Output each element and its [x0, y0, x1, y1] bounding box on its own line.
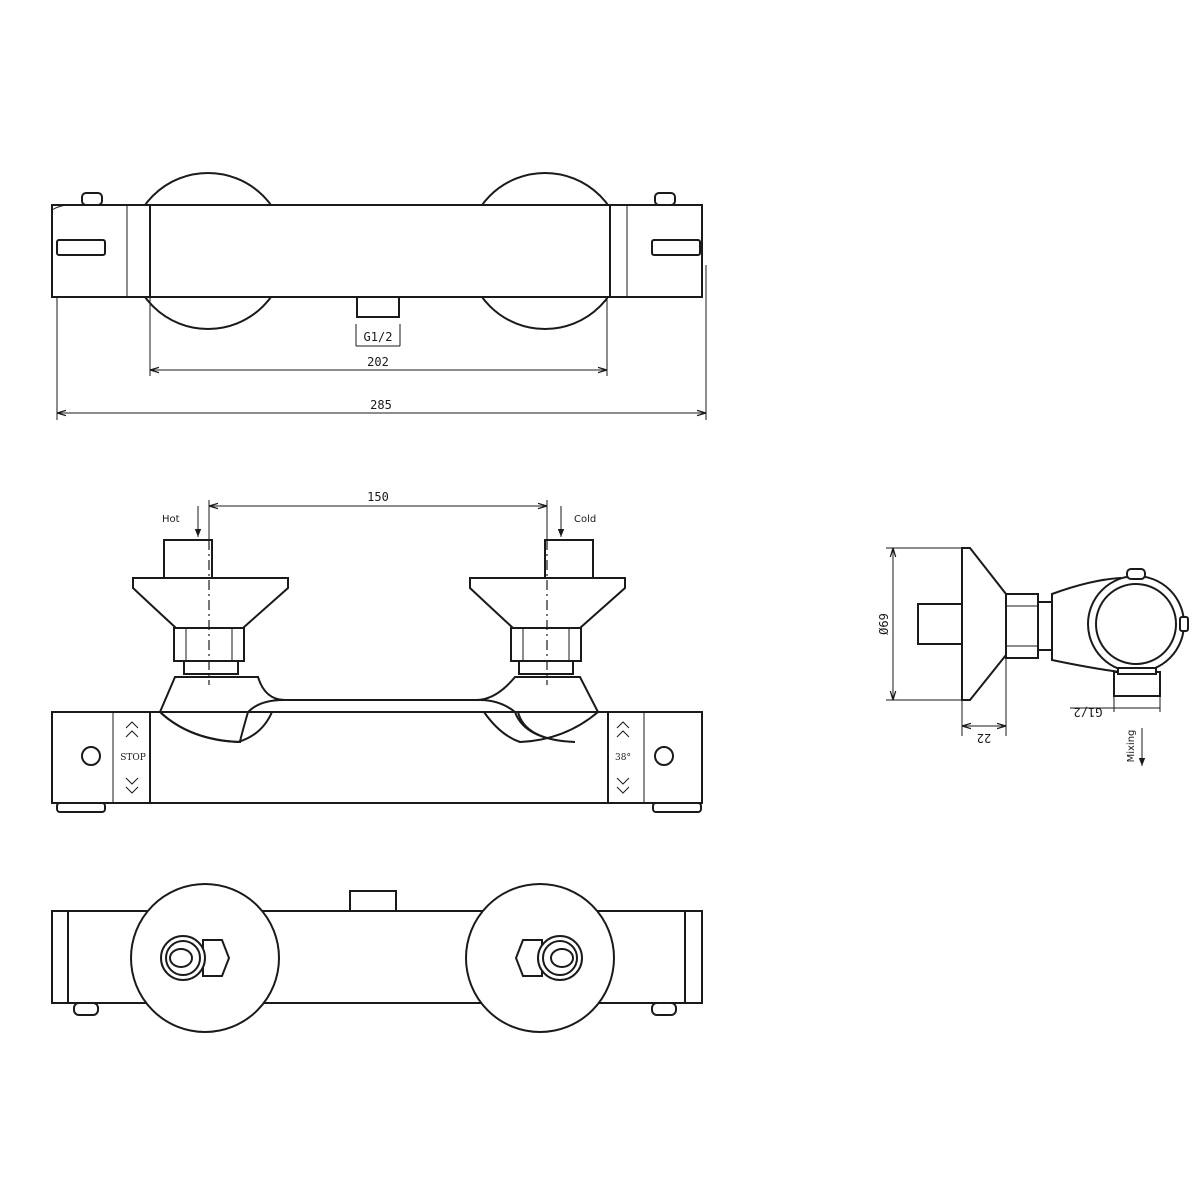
left-handle-circle [81, 746, 101, 766]
bottom-view [51, 883, 703, 1033]
dim-150-label: 150 [367, 490, 389, 504]
stop-label: STOP [120, 753, 146, 763]
body-connector [158, 676, 600, 744]
top-thread-label: G1/2 [364, 330, 393, 344]
cold-label: Cold [574, 514, 596, 525]
bottom-left-fitting [160, 935, 231, 981]
left-foot [56, 802, 106, 813]
dim-69-label: Ø69 [877, 613, 891, 635]
side-escutcheon [961, 547, 1007, 701]
cold-inlet-thread [544, 539, 594, 579]
side-inlet-thread [917, 603, 963, 645]
cold-nut [510, 627, 582, 662]
left-top-button [81, 192, 103, 206]
right-foot [652, 802, 702, 813]
mixing-label: Mixing [1126, 730, 1137, 763]
right-handle-circle [654, 746, 674, 766]
top-body [51, 204, 703, 298]
bottom-right-fitting [514, 935, 583, 981]
top-view: G1/2 202 285 [51, 172, 707, 420]
right-top-button [654, 192, 676, 206]
hot-label: Hot [162, 514, 180, 525]
left-lever [56, 239, 106, 256]
side-thread-label: G1/2 [1074, 705, 1103, 719]
top-outlet-thread [356, 296, 400, 318]
dim-22-label: 22 [977, 731, 991, 745]
front-body [51, 711, 703, 804]
dim-202-label: 202 [367, 355, 389, 369]
right-lever [651, 239, 701, 256]
side-body-inner [1095, 583, 1177, 665]
side-nut [1005, 593, 1039, 659]
dim-285-label: 285 [370, 398, 392, 412]
side-body-circle [1087, 575, 1185, 673]
side-outlet-thread [1113, 671, 1161, 697]
temp-label: 38° [615, 753, 631, 763]
side-view: Ø69 22 G1/2 Mixing [877, 547, 1189, 766]
bottom-outlet-thread [349, 890, 397, 912]
hot-escutcheon [132, 577, 289, 629]
front-view: 150 Hot Cold [51, 490, 703, 813]
hot-inlet-thread [163, 539, 213, 579]
